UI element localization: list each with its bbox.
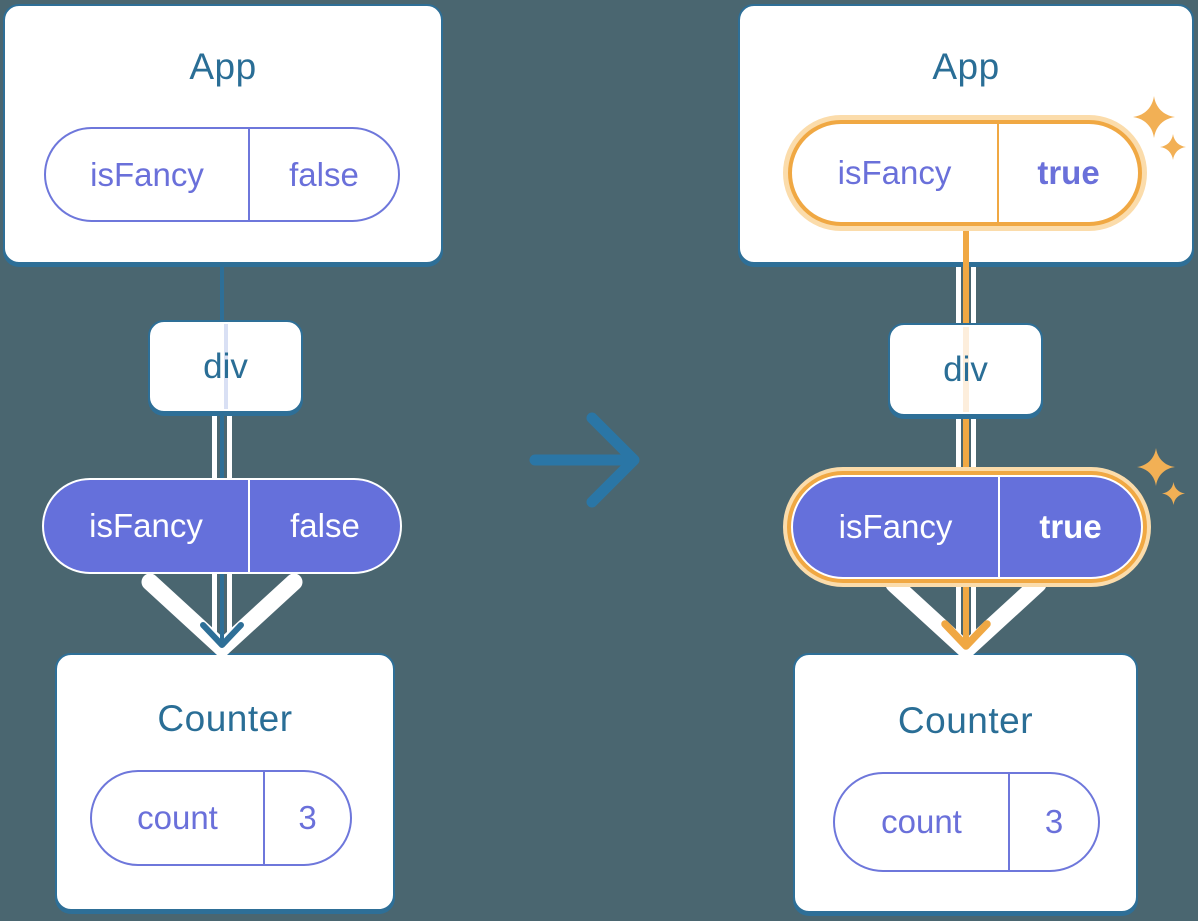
before-counter-state-pill: count 3: [90, 770, 352, 866]
transition-right-arrow-icon: [529, 412, 640, 508]
after-app-to-div-shaft: [956, 266, 976, 324]
before-app-pill-divider: [248, 129, 250, 220]
after-app-prop-value: true: [1037, 154, 1100, 191]
after-counter-state-pill: count 3: [833, 772, 1100, 872]
before-app-title: App: [189, 46, 257, 87]
after-flow-down-arrow-icon: [885, 576, 1047, 659]
after-passed-prop-name: isFancy: [838, 508, 953, 545]
before-passed-pill-divider: [248, 480, 250, 572]
before-app-to-div-line: [220, 266, 224, 322]
after-passed-prop-value: true: [1039, 508, 1102, 545]
before-counter-pill-divider: [263, 772, 265, 864]
before-counter-state-name: count: [137, 799, 218, 836]
after-counter-state-name: count: [881, 803, 962, 840]
after-app-sparkle-small-icon: [1160, 134, 1186, 160]
after-counter-title: Counter: [897, 700, 1034, 741]
before-div-to-pill-shaft: [212, 415, 232, 482]
before-passed-prop-value: false: [290, 507, 360, 544]
after-app-inner-orange-line: [963, 230, 969, 267]
before-div-label: div: [203, 346, 248, 386]
after-app-prop-pill: isFancy true: [788, 120, 1142, 226]
before-app-prop-value: false: [289, 155, 359, 193]
before-counter-state-value: 3: [298, 799, 317, 836]
before-div-card: div: [148, 320, 303, 413]
after-app-title: App: [932, 46, 1000, 87]
after-counter-pill-divider: [1008, 774, 1010, 870]
after-app-prop-name: isFancy: [837, 154, 952, 191]
before-div-pass-through-line: [223, 324, 228, 409]
after-app-sparkle-large-icon: [1133, 96, 1175, 138]
after-passed-prop-pill: isFancy true: [791, 475, 1143, 579]
before-passed-prop-pill: isFancy false: [42, 478, 402, 574]
after-passed-pill-divider: [998, 477, 1000, 577]
after-div-pass-through-line: [962, 327, 969, 412]
after-pill-sparkle-large-icon: [1137, 448, 1175, 486]
after-div-label: div: [943, 349, 988, 389]
before-counter-title: Counter: [157, 698, 293, 739]
after-div-card: div: [888, 323, 1043, 416]
before-app-prop-name: isFancy: [90, 155, 204, 193]
after-pill-sparkle-small-icon: [1162, 482, 1185, 505]
after-app-pill-divider: [997, 124, 999, 222]
before-flow-down-arrow-icon: [141, 572, 303, 657]
after-counter-state-value: 3: [1044, 803, 1064, 840]
after-div-to-pill-shaft: [956, 414, 976, 476]
before-passed-prop-name: isFancy: [89, 507, 203, 544]
before-app-prop-pill: isFancy false: [44, 127, 400, 222]
